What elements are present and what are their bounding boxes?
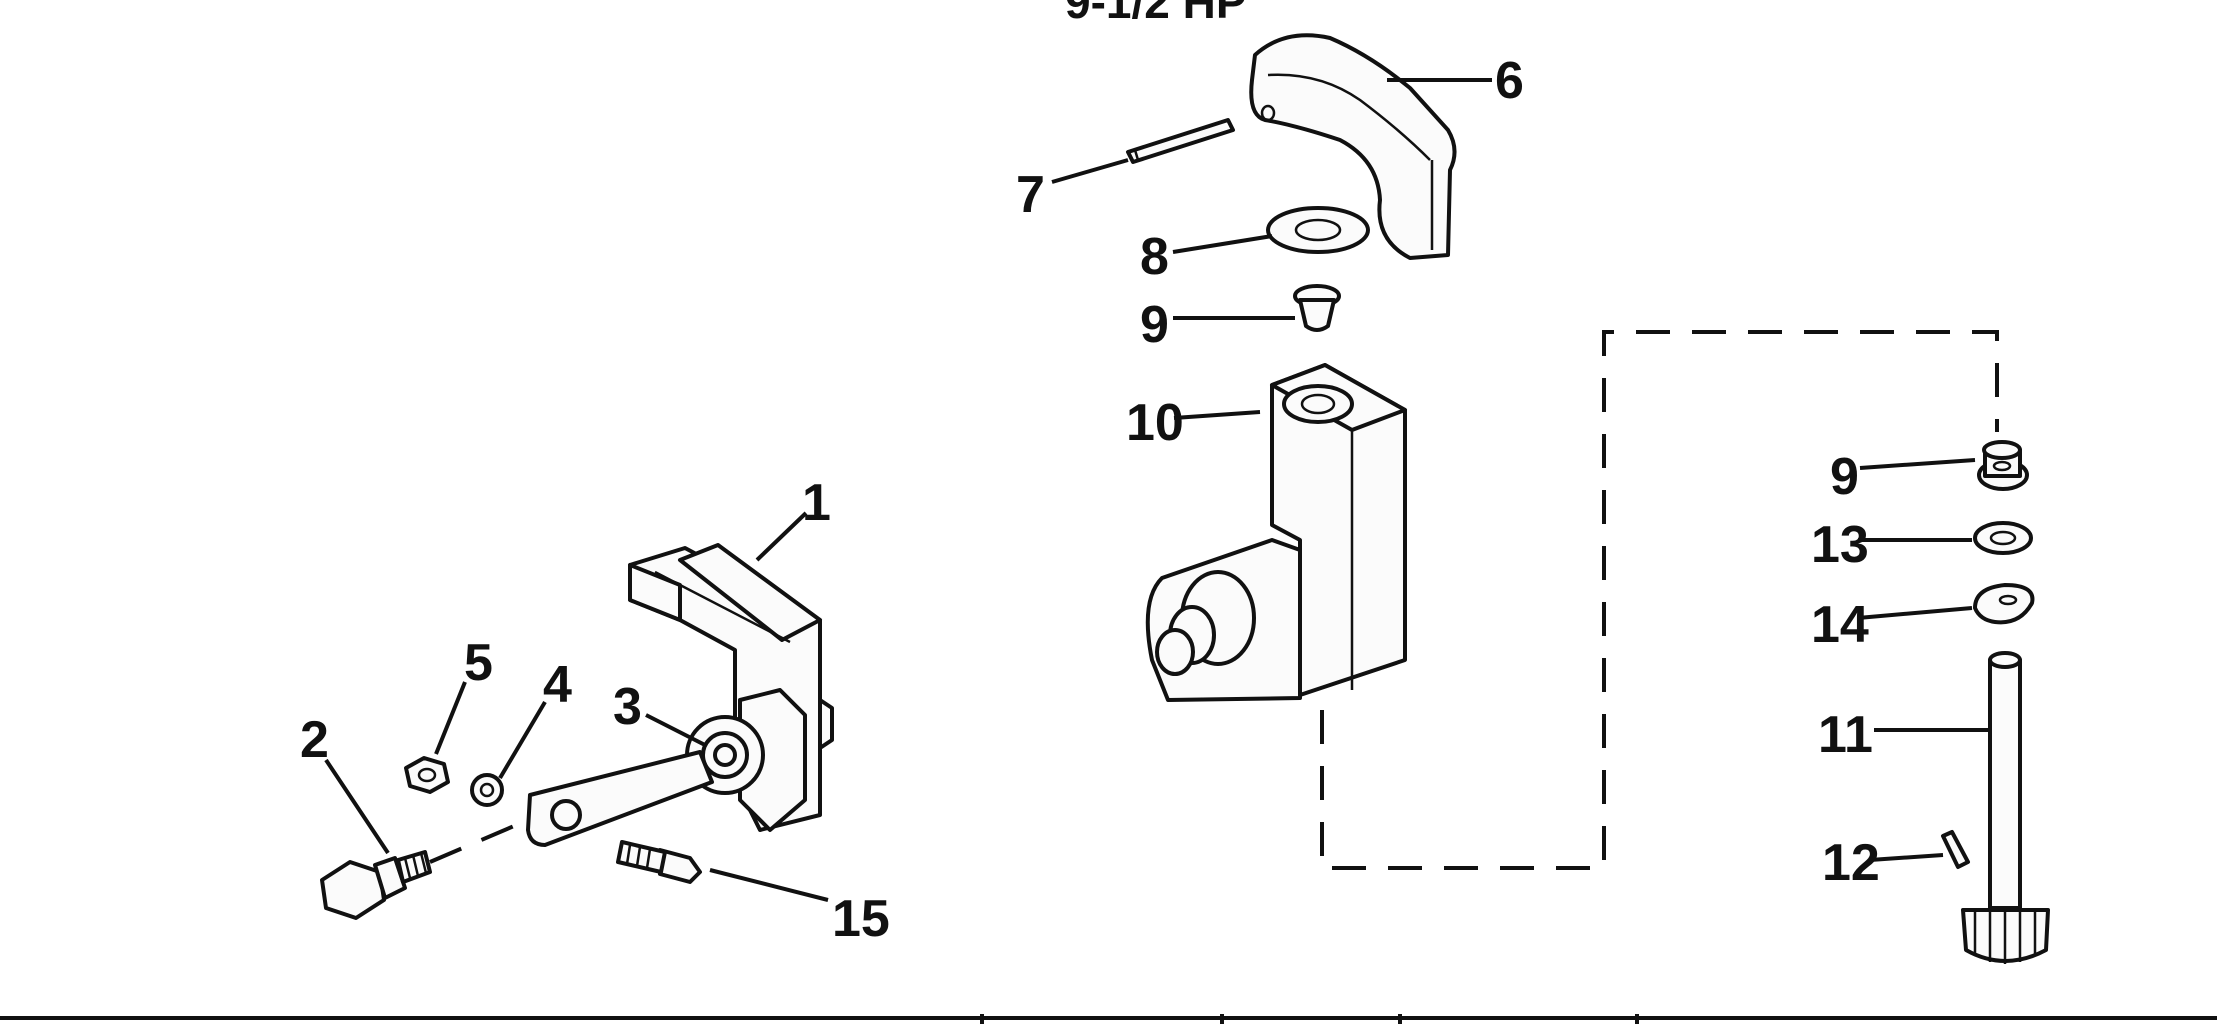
leader-lines <box>324 78 1988 902</box>
callout-11: 11 <box>1818 706 1873 764</box>
part-link-arm <box>526 750 714 847</box>
part-handle <box>1249 33 1457 260</box>
callout-8: 8 <box>1140 228 1169 286</box>
part-flat-washer <box>1266 206 1370 254</box>
callout-15: 15 <box>832 890 890 948</box>
part-bushing-lower <box>1977 440 2029 491</box>
callout-9-lower: 9 <box>1830 448 1859 506</box>
diagram-title: 9-1/2 HP <box>1065 0 1247 28</box>
part-small-washer <box>1973 521 2033 555</box>
callout-2: 2 <box>300 711 329 769</box>
callout-10: 10 <box>1126 394 1184 452</box>
assembly-dashed-line <box>1320 330 1999 870</box>
part-cam <box>1973 583 2035 625</box>
callout-14: 14 <box>1811 596 1869 654</box>
bolt-axis-dashed-line <box>429 818 529 864</box>
part-bushing-upper <box>1293 284 1341 332</box>
part-lock-washer <box>470 773 504 807</box>
part-roll-pin <box>1941 830 1970 869</box>
callout-7: 7 <box>1016 166 1045 224</box>
callout-13: 13 <box>1811 516 1869 574</box>
part-housing <box>1145 363 1407 702</box>
callout-4: 4 <box>543 656 572 714</box>
part-shoulder-bolt <box>320 850 432 920</box>
callout-9-upper: 9 <box>1140 296 1169 354</box>
callout-5: 5 <box>464 634 493 692</box>
part-nut <box>404 756 450 794</box>
part-screw <box>616 840 702 884</box>
callout-1: 1 <box>802 474 831 532</box>
callout-6: 6 <box>1495 52 1524 110</box>
part-bracket <box>628 543 834 832</box>
table-border <box>0 1014 2217 1024</box>
part-shaft <box>1961 651 2050 964</box>
part-pin <box>1126 118 1235 164</box>
callout-3: 3 <box>613 678 642 736</box>
callout-12: 12 <box>1822 834 1880 892</box>
